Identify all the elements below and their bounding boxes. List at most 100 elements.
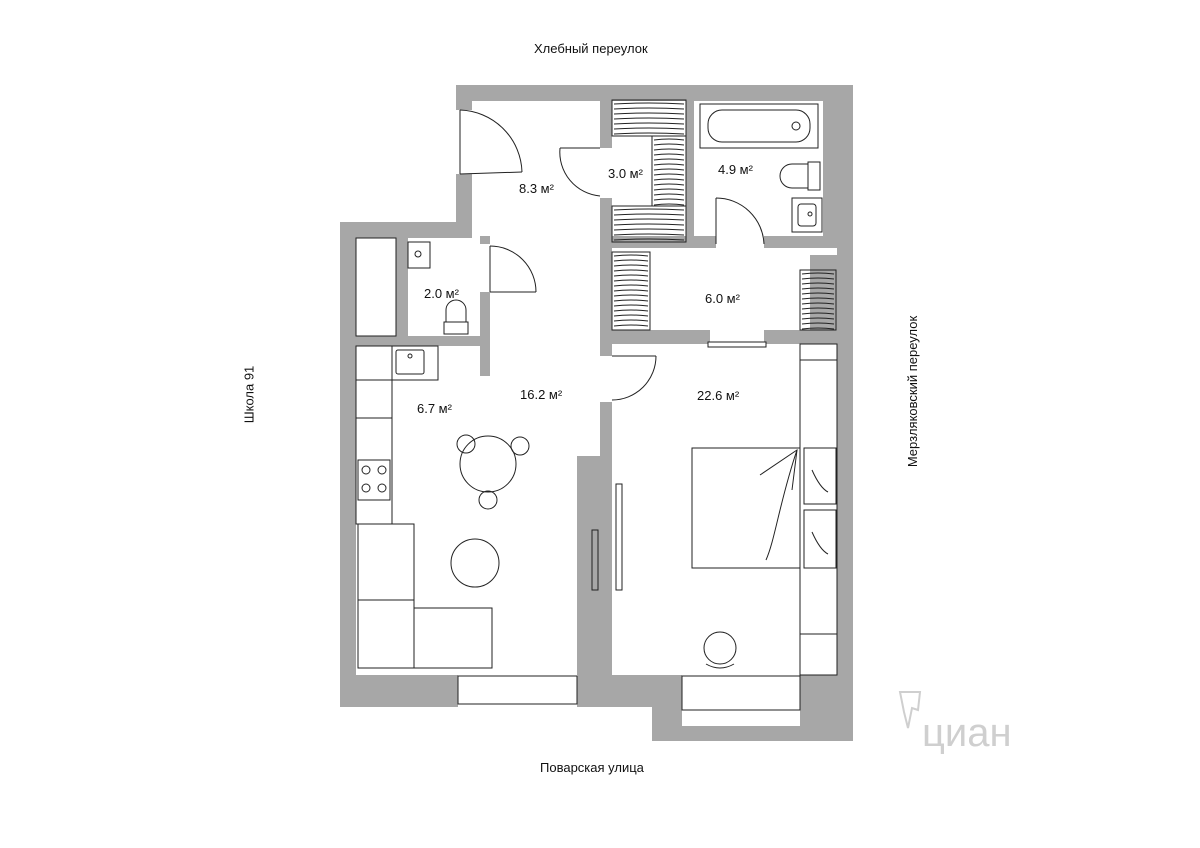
- room-area-living: 16.2 м²: [520, 387, 563, 402]
- shelf-hatch-line: [613, 112, 685, 115]
- shelf-hatch-line: [613, 102, 685, 105]
- shelf-hatch-line: [653, 183, 685, 186]
- shelf-hatch-line: [613, 223, 685, 226]
- street-left: Школа 91: [241, 365, 257, 424]
- shelf-hatch-line: [801, 317, 835, 320]
- cian-watermark-text: циан: [922, 711, 1012, 755]
- cian-logo-icon: [898, 691, 922, 729]
- dressing-shelves: [611, 251, 837, 331]
- wc-storage: [355, 237, 397, 337]
- shelf-hatch-line: [613, 279, 649, 282]
- shelf-hatch-line: [653, 203, 685, 206]
- shelf-hatch-line: [613, 107, 685, 110]
- shelf-hatch-line: [801, 292, 835, 295]
- room-area-hall: 8.3 м²: [519, 181, 555, 196]
- shelf-hatch-line: [613, 259, 649, 262]
- exterior-walls: [340, 85, 853, 741]
- shelf-hatch-line: [801, 312, 835, 315]
- street-right: Мерзляковский переулок: [905, 315, 921, 468]
- shelf-hatch-line: [613, 304, 649, 307]
- shelf-hatch-line: [613, 132, 685, 135]
- kitchen-counter: [355, 345, 439, 525]
- shelf-hatch-line: [653, 178, 685, 181]
- room-labels: 8.3 м² 3.0 м² 4.9 м² 2.0 м² 6.0 м² 16.2 …: [417, 162, 754, 416]
- bathroom-toilet: [779, 161, 821, 191]
- bathtub: [699, 103, 819, 149]
- room-area-bedroom: 22.6 м²: [697, 388, 740, 403]
- shelf-hatch-line: [801, 322, 835, 325]
- dining-table: [456, 434, 530, 510]
- wc-sink: [407, 241, 431, 269]
- shelf-hatch-line: [613, 319, 649, 322]
- shelf-hatch-line: [613, 299, 649, 302]
- wc-door[interactable]: [480, 244, 537, 293]
- shelf-hatch-line: [613, 127, 685, 130]
- tv-unit: [591, 483, 623, 591]
- closet-shelves: [611, 99, 687, 243]
- nightstands: [803, 447, 837, 569]
- shelf-hatch-line: [613, 228, 685, 231]
- shelf-hatch-line: [613, 309, 649, 312]
- shelf-hatch-line: [653, 143, 685, 146]
- bed: [691, 447, 801, 569]
- shelf-hatch-line: [613, 233, 685, 236]
- room-area-closet: 3.0 м²: [608, 166, 644, 181]
- shelf-hatch-line: [653, 188, 685, 191]
- shelf-hatch-line: [801, 297, 835, 300]
- entry-door[interactable]: [456, 109, 523, 175]
- shelf-hatch-line: [653, 173, 685, 176]
- bathroom-sink: [791, 197, 823, 233]
- shelf-hatch-line: [801, 277, 835, 280]
- interior-walls: [356, 100, 837, 676]
- cian-watermark: циан: [898, 691, 1012, 755]
- closet-door[interactable]: [559, 147, 612, 198]
- street-top: Хлебный переулок: [534, 41, 648, 56]
- shelf-hatch-line: [613, 284, 649, 287]
- shelf-hatch-line: [613, 314, 649, 317]
- shelf-hatch-line: [613, 208, 685, 211]
- shelf-hatch-line: [801, 287, 835, 290]
- stove-icon: [357, 459, 391, 501]
- bedroom-door[interactable]: [600, 355, 657, 402]
- shelf-hatch-line: [613, 324, 649, 327]
- shelf-hatch-line: [653, 138, 685, 141]
- sofa: [357, 523, 493, 669]
- shelf-hatch-line: [653, 193, 685, 196]
- shelf-hatch-line: [613, 274, 649, 277]
- wc-toilet: [443, 299, 469, 335]
- shelf-hatch-line: [613, 264, 649, 267]
- shelf-hatch-line: [653, 153, 685, 156]
- shelf-hatch-line: [801, 282, 835, 285]
- room-area-kitchen: 6.7 м²: [417, 401, 453, 416]
- desk-chair: [703, 631, 737, 669]
- shelf-hatch-line: [653, 198, 685, 201]
- shelf-hatch-line: [613, 122, 685, 125]
- room-area-wc: 2.0 м²: [424, 286, 460, 301]
- room-area-dressing: 6.0 м²: [705, 291, 741, 306]
- windows: [457, 675, 801, 711]
- shelf-hatch-line: [653, 168, 685, 171]
- shelf-hatch-line: [801, 327, 835, 330]
- shelf-hatch-line: [801, 307, 835, 310]
- shelf-hatch-line: [613, 213, 685, 216]
- bedroom-wardrobe: [799, 343, 838, 676]
- shelf-hatch-line: [613, 238, 685, 241]
- dressing-sliding-door[interactable]: [707, 341, 767, 348]
- shelf-hatch-line: [613, 117, 685, 120]
- shelf-hatch-line: [613, 294, 649, 297]
- kitchen-sink: [395, 349, 425, 375]
- room-area-bathroom: 4.9 м²: [718, 162, 754, 177]
- shelf-hatch-line: [653, 163, 685, 166]
- coffee-table: [450, 538, 500, 588]
- shelf-hatch-line: [613, 254, 649, 257]
- shelf-hatch-line: [653, 148, 685, 151]
- street-bottom: Поварская улица: [540, 760, 644, 775]
- bathroom-door[interactable]: [715, 197, 765, 248]
- shelf-hatch-line: [613, 289, 649, 292]
- shelf-hatch-line: [801, 272, 835, 275]
- shelf-hatch-line: [613, 269, 649, 272]
- shelf-hatch-line: [653, 158, 685, 161]
- shelf-hatch-line: [613, 218, 685, 221]
- shelf-hatch-line: [801, 302, 835, 305]
